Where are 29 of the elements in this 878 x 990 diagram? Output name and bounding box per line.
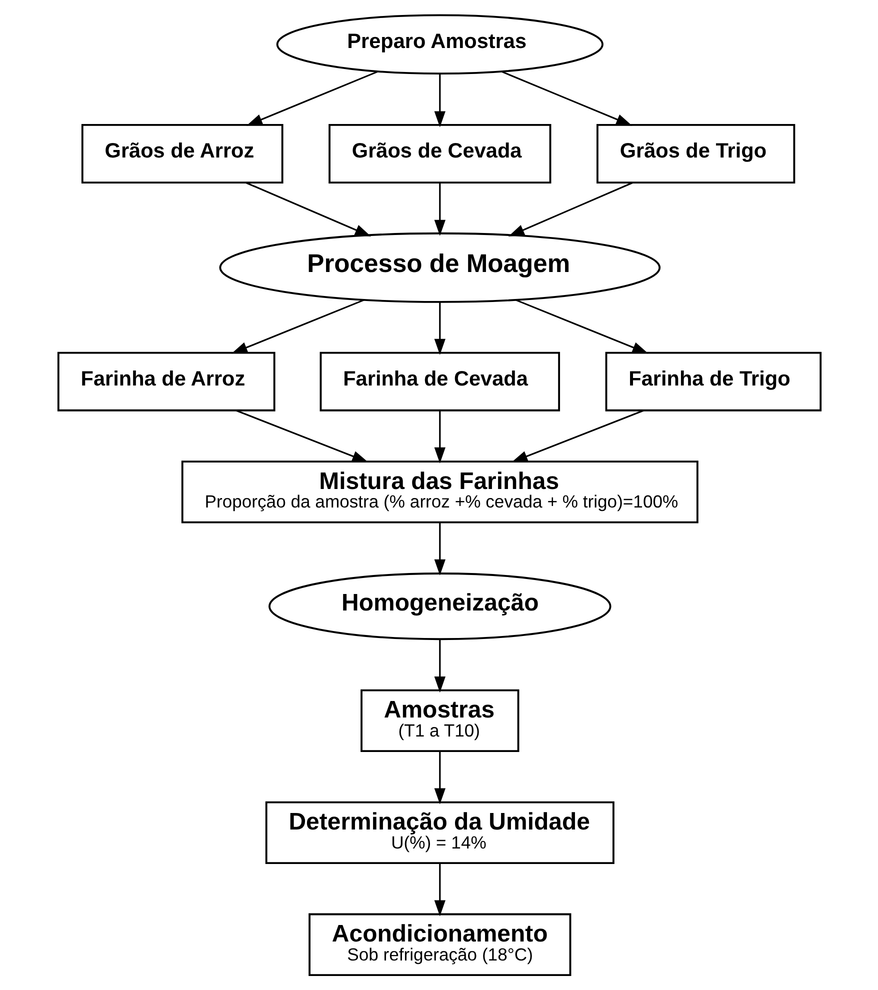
arrow — [514, 299, 648, 354]
arrow — [434, 640, 445, 693]
node-box: Mistura das Farinhas Proporção da amostra (% arroz +% cevada + % trigo)=100% — [180, 460, 698, 524]
node-box: Grãos de Trigo — [596, 124, 795, 184]
node-box: Determinação da Umidade U(%) = 14% — [264, 801, 614, 864]
node-box: Grãos de Cevada — [328, 124, 551, 184]
arrow — [508, 182, 632, 236]
node-ellipse: Homogeneização — [268, 572, 611, 640]
arrow — [434, 182, 445, 236]
arrow — [434, 74, 445, 128]
node-ellipse: Preparo Amostras — [276, 14, 603, 75]
arrow — [434, 522, 445, 576]
node-ellipse: Processo de Moagem — [218, 232, 660, 303]
node-box: Grãos de Arroz — [80, 124, 283, 184]
arrow — [434, 410, 445, 464]
arrow — [230, 299, 364, 354]
arrow — [235, 410, 368, 462]
arrow — [246, 70, 378, 126]
arrow — [511, 410, 644, 462]
arrow — [501, 70, 632, 126]
arrow — [434, 302, 445, 355]
node-box: Farinha de Trigo — [604, 352, 822, 412]
node-box: Acondicionamento Sob refrigeração (18°C) — [308, 913, 571, 976]
arrow — [434, 863, 445, 916]
node-box: Farinha de Cevada — [319, 352, 560, 412]
node-box: Farinha de Arroz — [56, 352, 275, 412]
node-box: Amostras (T1 a T10) — [360, 689, 519, 752]
arrow — [245, 182, 371, 236]
arrow — [434, 751, 445, 804]
